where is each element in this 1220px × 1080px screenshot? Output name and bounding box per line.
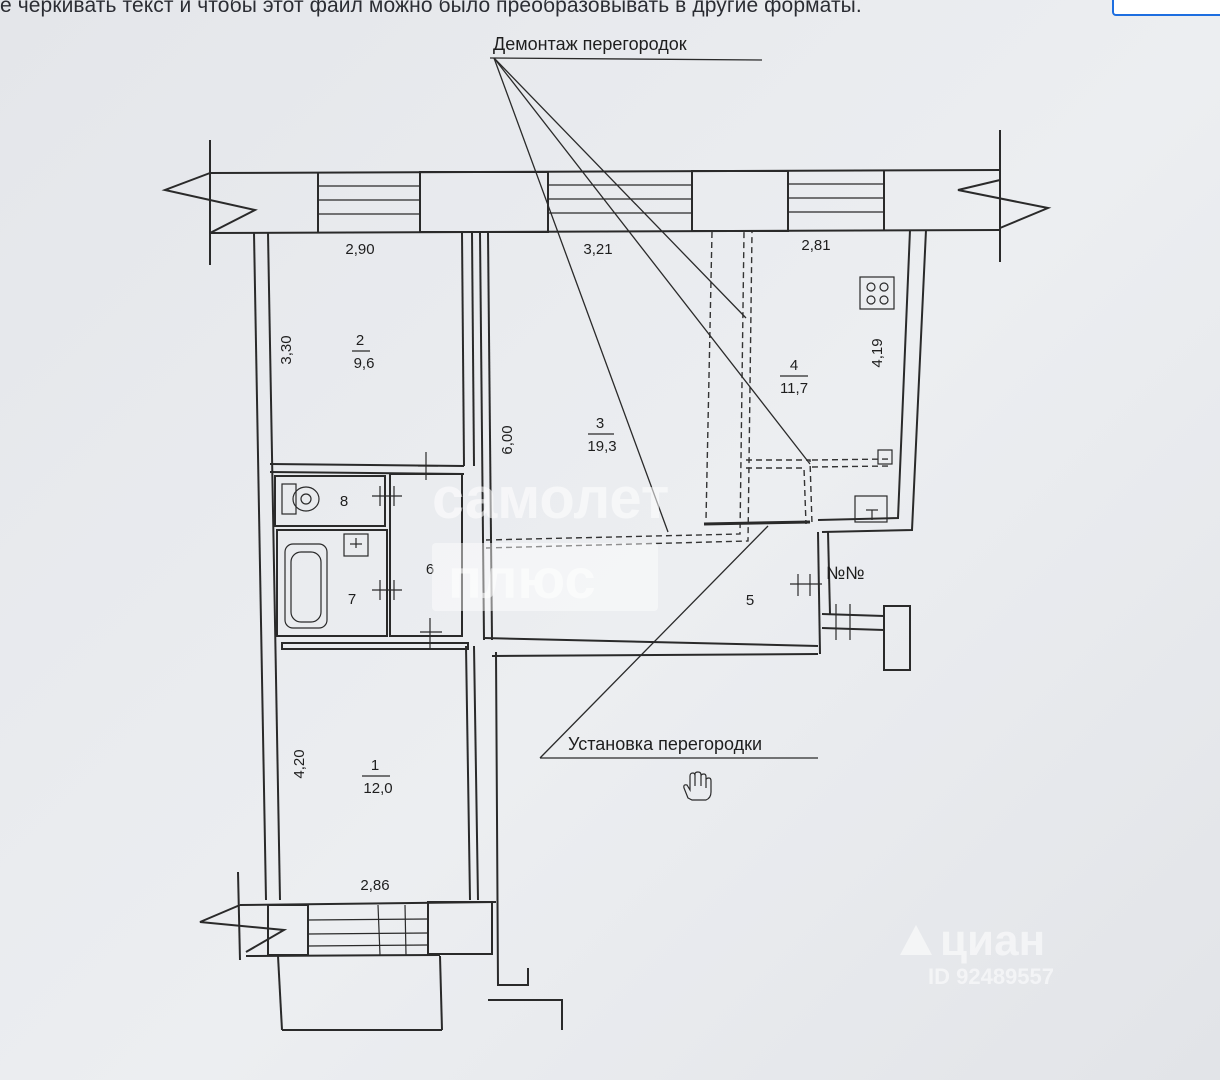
bottom-wall xyxy=(199,651,563,1031)
room-3-number: 3 xyxy=(596,415,604,432)
dim-room2-width: 2,90 xyxy=(345,241,374,258)
stove-icon xyxy=(859,276,895,310)
cian-watermark: циан ID 92489557 xyxy=(900,916,1054,989)
dim-room4-height: 4,19 xyxy=(869,338,886,367)
room-1-number: 1 xyxy=(371,757,379,774)
sink-icon xyxy=(854,495,888,523)
installation-annotation: Установка перегородки xyxy=(539,525,818,759)
watermark-samolet-line2: плюс xyxy=(448,547,596,610)
dim-room1-height: 4,20 xyxy=(291,749,308,778)
watermark-samolet-line1: самолет xyxy=(432,466,669,531)
room-4-number: 4 xyxy=(790,357,798,374)
watermark-cian-brand: циан xyxy=(940,916,1045,965)
watermark-cian-id: ID 92489557 xyxy=(928,964,1054,989)
leader-line-3 xyxy=(493,57,811,465)
installation-label: Установка перегородки xyxy=(568,734,762,754)
dim-room3-width: 3,21 xyxy=(583,241,612,258)
room-3: 3,21 6,00 3 19,3 xyxy=(479,231,753,641)
dim-room2-height: 3,30 xyxy=(278,335,295,364)
demolition-annotation: Демонтаж перегородок xyxy=(489,34,811,533)
bathtub-icon xyxy=(284,543,328,629)
room-1: 4,20 1 12,0 2,86 xyxy=(281,642,479,901)
room-6-number: 6 xyxy=(426,561,434,578)
samolet-watermark: самолет плюс xyxy=(432,466,669,611)
room-2: 2 9,6 2,90 3,30 xyxy=(269,232,475,475)
dim-room3-height: 6,00 xyxy=(499,425,516,454)
room-8-number: 8 xyxy=(340,493,348,510)
toilet-icon xyxy=(281,483,320,515)
room-2-number: 2 xyxy=(356,332,364,349)
hand-cursor-icon xyxy=(683,771,712,801)
room-4: 2,81 4,19 4 11,7 xyxy=(703,237,895,526)
toolbar-button[interactable] xyxy=(1112,0,1220,16)
demolition-label: Демонтаж перегородок xyxy=(493,34,687,54)
room-5-number: 5 xyxy=(746,592,754,609)
bathrooms: 8 7 6 xyxy=(274,452,463,650)
hall-5: 5 №№ xyxy=(483,531,911,671)
leader-line-2 xyxy=(493,57,747,319)
room-3-area: 19,3 xyxy=(587,438,616,455)
room-2-area: 9,6 xyxy=(354,355,375,372)
washbasin-icon xyxy=(343,533,369,557)
leader-line-4 xyxy=(539,525,769,759)
room-4-area: 11,7 xyxy=(780,380,808,397)
top-wall xyxy=(161,130,1052,265)
room-1-area: 12,0 xyxy=(363,780,392,797)
entrance-mark: №№ xyxy=(826,563,865,583)
leader-line-1 xyxy=(493,57,669,533)
dim-room4-width: 2,81 xyxy=(801,237,830,254)
document-text: е черкивать текст и чтобы этот файл можн… xyxy=(0,0,862,17)
dim-room1-width: 2,86 xyxy=(360,877,389,894)
room-7-number: 7 xyxy=(348,591,356,608)
outer-walls xyxy=(253,229,927,901)
